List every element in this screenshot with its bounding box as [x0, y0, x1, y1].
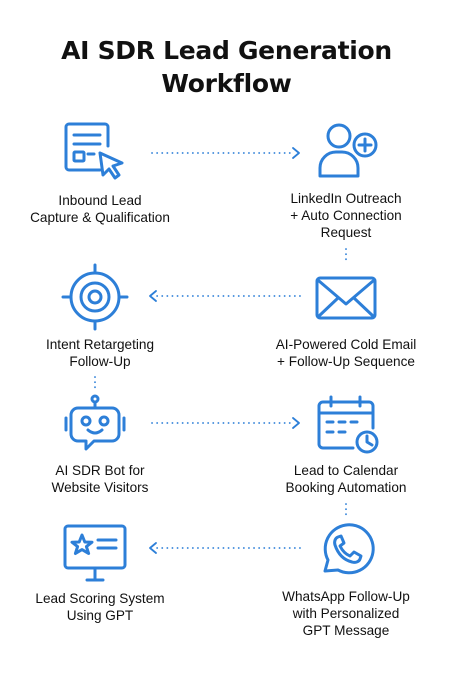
- arrowhead-5-6: [292, 417, 300, 429]
- title-line-1: AI SDR Lead Generation: [61, 36, 392, 65]
- step-label: Lead Scoring System Using GPT: [35, 591, 165, 623]
- step-label: Inbound Lead Capture & Qualification: [30, 193, 170, 225]
- target-icon: [60, 262, 130, 332]
- envelope-icon: [311, 264, 381, 334]
- step-label: Lead to Calendar Booking Automation: [285, 463, 407, 495]
- whatsapp-phone-icon: [311, 516, 381, 586]
- scoring-monitor-icon: [60, 518, 130, 588]
- add-user-icon: [313, 118, 383, 188]
- step-label: LinkedIn Outreach + Auto Connection Requ…: [290, 191, 402, 240]
- step-label: Intent Retargeting Follow-Up: [45, 337, 155, 369]
- page-title: AI SDR Lead Generation Workflow: [0, 34, 453, 100]
- step-label: AI-Powered Cold Email + Follow-Up Sequen…: [275, 337, 417, 369]
- robot-chat-icon: [60, 392, 130, 462]
- arrowhead-3-4: [149, 290, 157, 302]
- form-cursor-icon: [60, 118, 130, 188]
- step-label: AI SDR Bot for Website Visitors: [51, 463, 149, 495]
- arrowhead-7-8: [149, 542, 157, 554]
- title-line-2: Workflow: [161, 69, 292, 98]
- step-label: WhatsApp Follow-Up with Personalized GPT…: [282, 589, 410, 638]
- arrowhead-1-2: [292, 147, 300, 159]
- calendar-clock-icon: [313, 392, 383, 462]
